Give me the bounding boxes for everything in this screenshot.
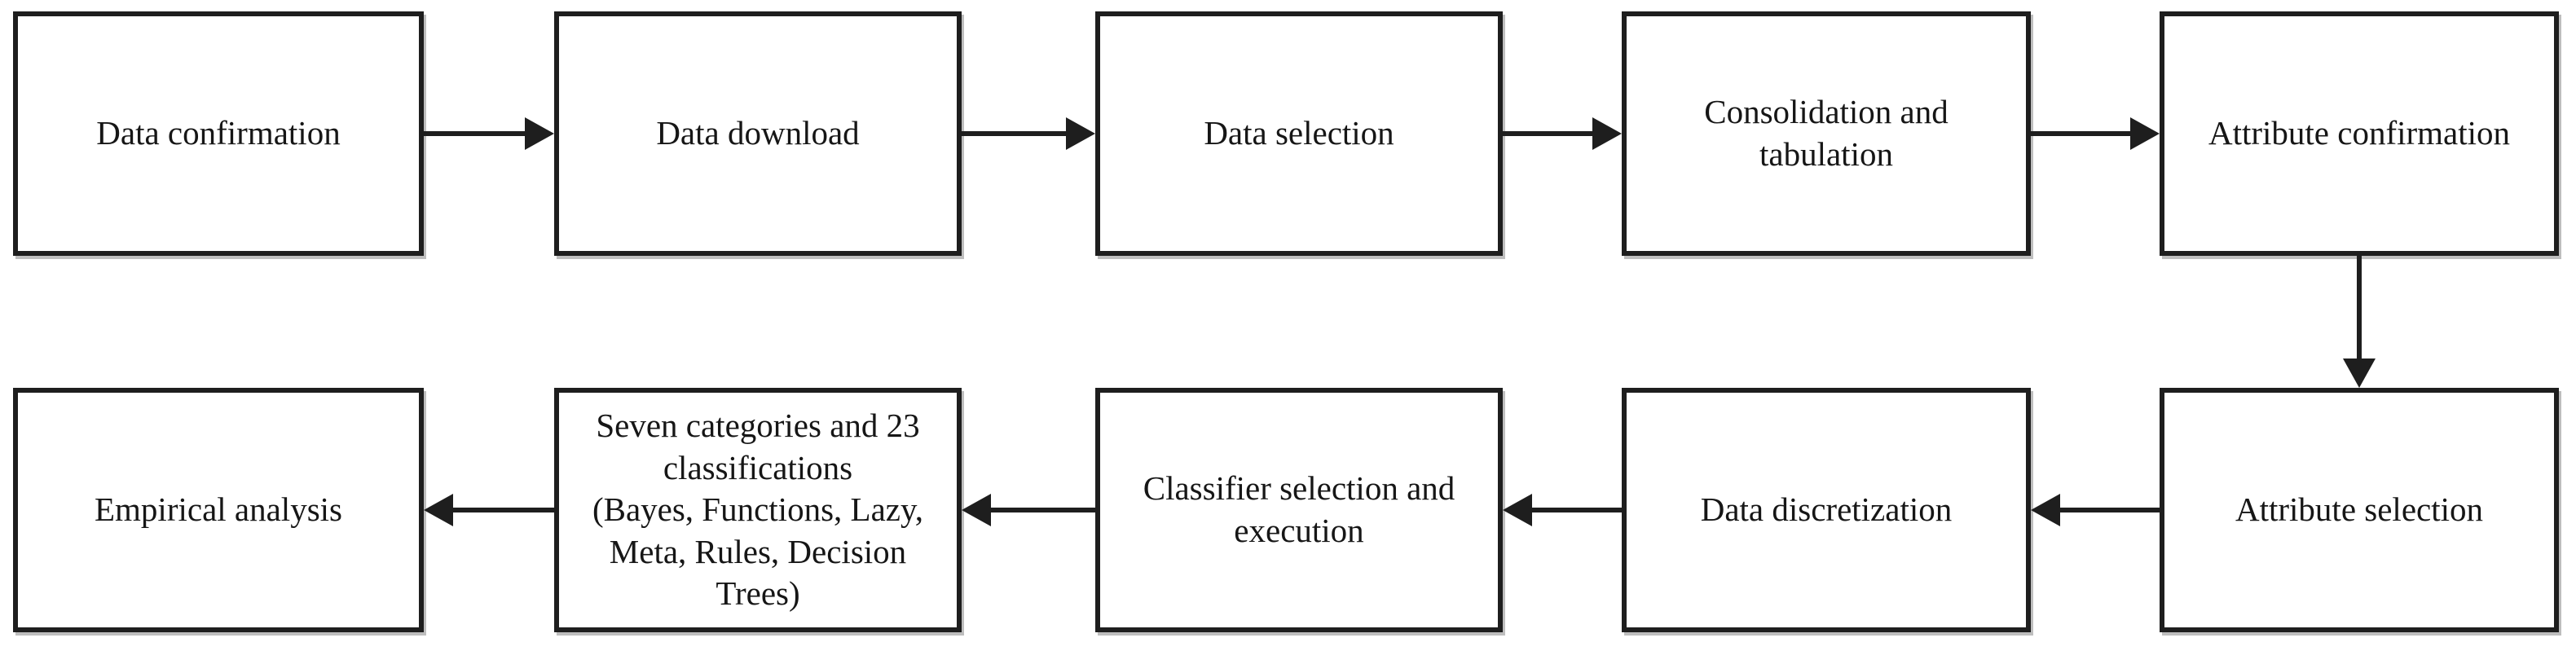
arrowhead-left xyxy=(1503,494,1532,526)
arrow-shaft xyxy=(962,131,1069,136)
arrow-shaft xyxy=(2357,256,2362,362)
arrow-shaft xyxy=(424,131,528,136)
arrowhead-right xyxy=(1066,117,1095,150)
node-label-empirical-analysis: Empirical analysis xyxy=(95,490,342,529)
arrow-shaft xyxy=(2057,508,2160,512)
node-empirical-analysis: Empirical analysis xyxy=(13,388,424,632)
arrow-shaft xyxy=(1503,131,1596,136)
arrow-shaft xyxy=(988,508,1095,512)
arrow-shaft xyxy=(1529,508,1622,512)
node-attribute-selection: Attribute selection xyxy=(2160,388,2559,632)
arrowhead-right xyxy=(2130,117,2160,150)
node-label-data-selection: Data selection xyxy=(1204,114,1394,152)
arrowhead-down xyxy=(2343,358,2376,388)
node-label-data-download: Data download xyxy=(656,114,860,152)
node-label-consolidation-and-tabulation: Consolidation and tabulation xyxy=(1704,93,1949,173)
node-classifier-selection-and-execution: Classifier selection and execution xyxy=(1095,388,1503,632)
node-seven-categories: Seven categories and 23 classifications … xyxy=(554,388,962,632)
node-data-discretization: Data discretization xyxy=(1622,388,2031,632)
node-data-confirmation: Data confirmation xyxy=(13,11,424,256)
node-data-selection: Data selection xyxy=(1095,11,1503,256)
arrow-shaft xyxy=(450,508,554,512)
node-label-seven-categories: Seven categories and 23 classifications … xyxy=(592,406,924,613)
node-label-attribute-confirmation: Attribute confirmation xyxy=(2208,114,2511,152)
arrowhead-left xyxy=(962,494,991,526)
arrow-shaft xyxy=(2031,131,2133,136)
node-label-attribute-selection: Attribute selection xyxy=(2235,490,2483,529)
node-label-data-confirmation: Data confirmation xyxy=(96,114,341,152)
node-label-classifier-selection-and-execution: Classifier selection and execution xyxy=(1143,469,1455,549)
node-consolidation-and-tabulation: Consolidation and tabulation xyxy=(1622,11,2031,256)
arrowhead-right xyxy=(525,117,554,150)
arrowhead-right xyxy=(1592,117,1622,150)
arrowhead-left xyxy=(424,494,453,526)
arrowhead-left xyxy=(2031,494,2060,526)
node-attribute-confirmation: Attribute confirmation xyxy=(2160,11,2559,256)
node-label-data-discretization: Data discretization xyxy=(1700,490,1953,529)
node-data-download: Data download xyxy=(554,11,962,256)
